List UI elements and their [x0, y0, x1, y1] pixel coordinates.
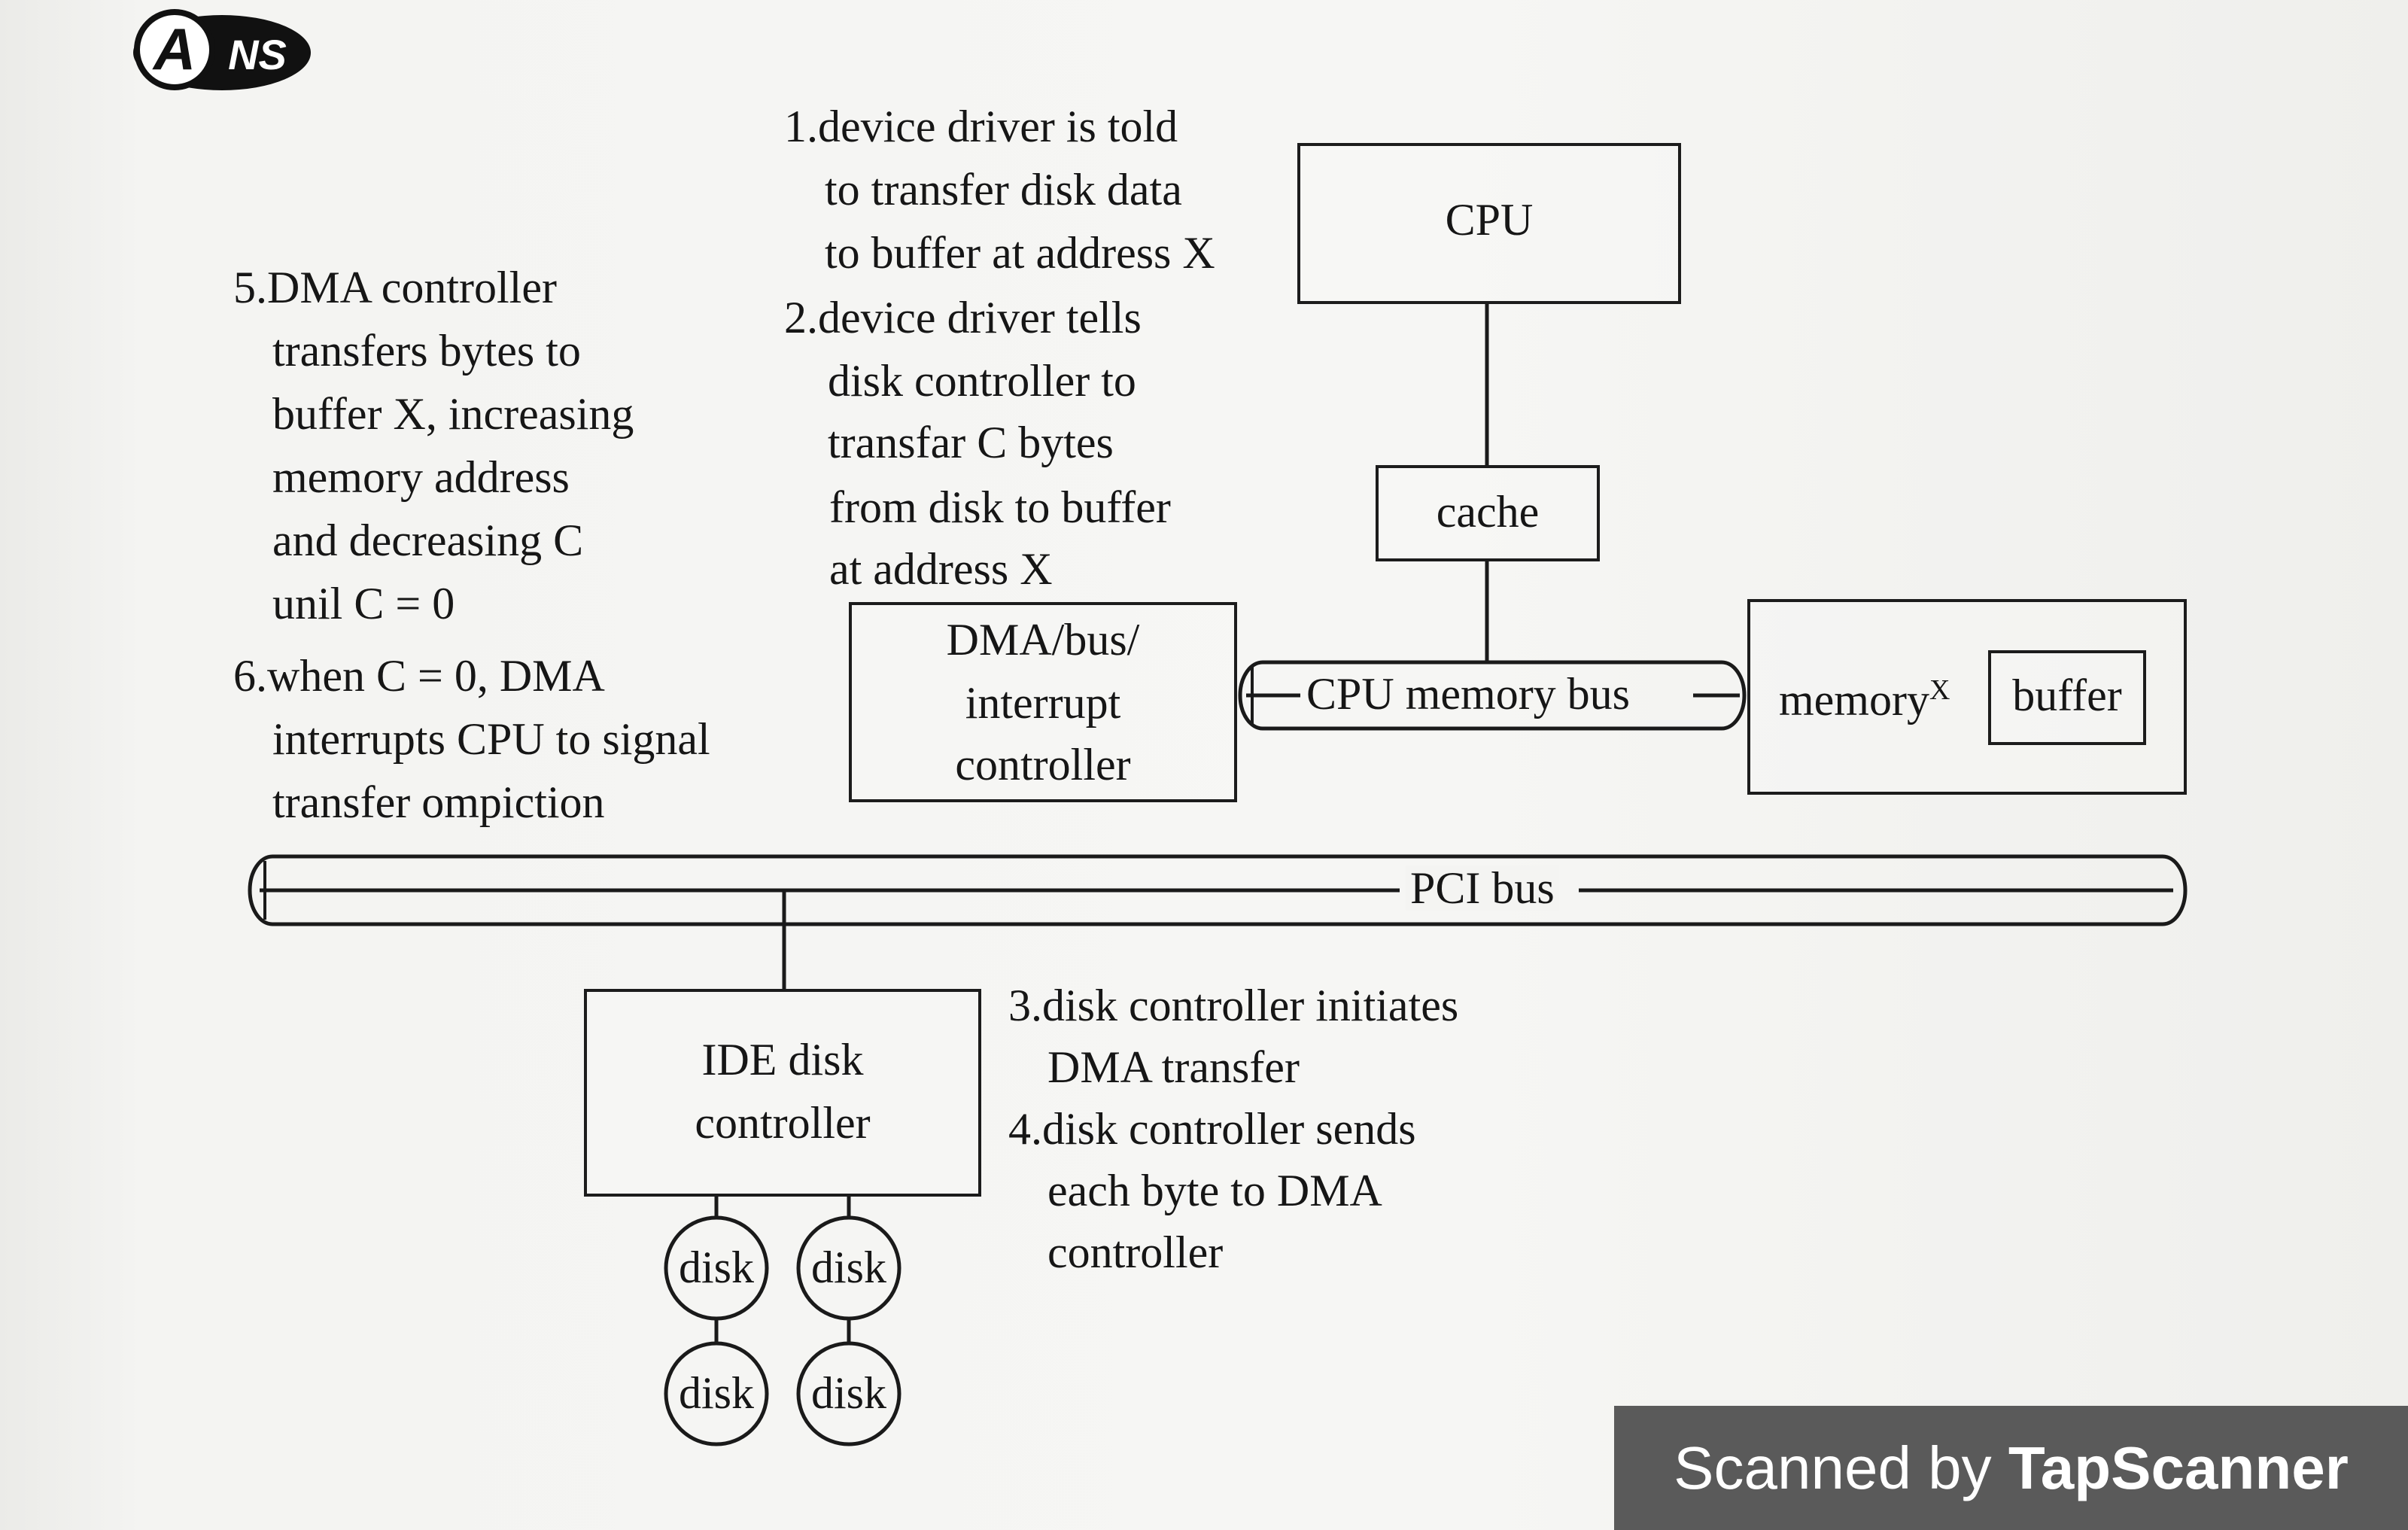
watermark-brand: TapScanner: [2008, 1434, 2349, 1501]
ide-controller-label-1: IDE disk: [701, 1035, 864, 1084]
ans-logo: A NS: [128, 6, 316, 96]
step4-line-2: each byte to DMA: [1047, 1166, 1382, 1215]
cpu-box: [1297, 143, 1681, 304]
dma-controller-label-1: DMA/bus/: [946, 615, 1140, 665]
cache-label: cache: [1436, 487, 1540, 537]
step3-line-2: DMA transfer: [1047, 1042, 1300, 1092]
step5-line-1: 5.DMA controller: [233, 263, 557, 312]
pci-bus-label: PCI bus: [1406, 865, 1559, 911]
memory-address-x: X: [1929, 674, 1950, 706]
watermark-prefix: Scanned by: [1674, 1434, 2008, 1501]
scanner-watermark: Scanned by TapScanner: [1614, 1406, 2408, 1530]
step6-line-2: interrupts CPU to signal: [272, 714, 710, 764]
disk-1-label: disk: [678, 1243, 755, 1292]
step5-line-3: buffer X, increasing: [272, 389, 634, 439]
step2-line-4: from disk to buffer: [829, 482, 1171, 532]
disk-4-label: disk: [810, 1368, 887, 1418]
cpu-label: CPU: [1445, 195, 1534, 245]
ide-controller-box: [584, 989, 981, 1197]
step2-line-3: transfar C bytes: [828, 418, 1114, 467]
step5-line-5: and decreasing C: [272, 516, 584, 565]
buffer-label: buffer: [2012, 671, 2122, 720]
step5-line-6: unil C = 0: [272, 579, 455, 628]
dma-controller-label-2: interrupt: [965, 678, 1121, 728]
step5-line-2: transfers bytes to: [272, 326, 581, 376]
step5-line-4: memory address: [272, 452, 570, 502]
ide-controller-label-2: controller: [695, 1098, 871, 1148]
memory-box: [1747, 599, 2187, 795]
step2-line-2: disk controller to: [828, 356, 1136, 406]
dma-controller-box: [849, 602, 1237, 802]
step1-line-1: 1.device driver is told: [784, 102, 1178, 151]
step2-line-1: 2.device driver tells: [784, 293, 1142, 342]
step4-line-3: controller: [1047, 1227, 1224, 1277]
memory-label: memoryX: [1779, 676, 1950, 722]
svg-text:NS: NS: [228, 31, 287, 78]
svg-text:A: A: [152, 16, 196, 82]
step1-line-2: to transfer disk data: [825, 165, 1182, 214]
step3-line-1: 3.disk controller initiates: [1008, 981, 1459, 1030]
cpu-memory-bus-label: CPU memory bus: [1306, 669, 1631, 719]
buffer-box: [1988, 650, 2146, 745]
step1-line-3: to buffer at address X: [825, 228, 1215, 278]
cache-box: [1376, 465, 1600, 561]
step6-line-3: transfer ompiction: [272, 777, 605, 827]
dma-controller-label-3: controller: [955, 740, 1131, 789]
step4-line-1: 4.disk controller sends: [1008, 1104, 1416, 1154]
memory-label-text: memory: [1779, 675, 1929, 725]
step2-line-5: at address X: [829, 544, 1053, 594]
step6-line-1: 6.when C = 0, DMA: [233, 651, 605, 701]
disk-3-label: disk: [678, 1368, 755, 1418]
disk-2-label: disk: [810, 1243, 887, 1292]
